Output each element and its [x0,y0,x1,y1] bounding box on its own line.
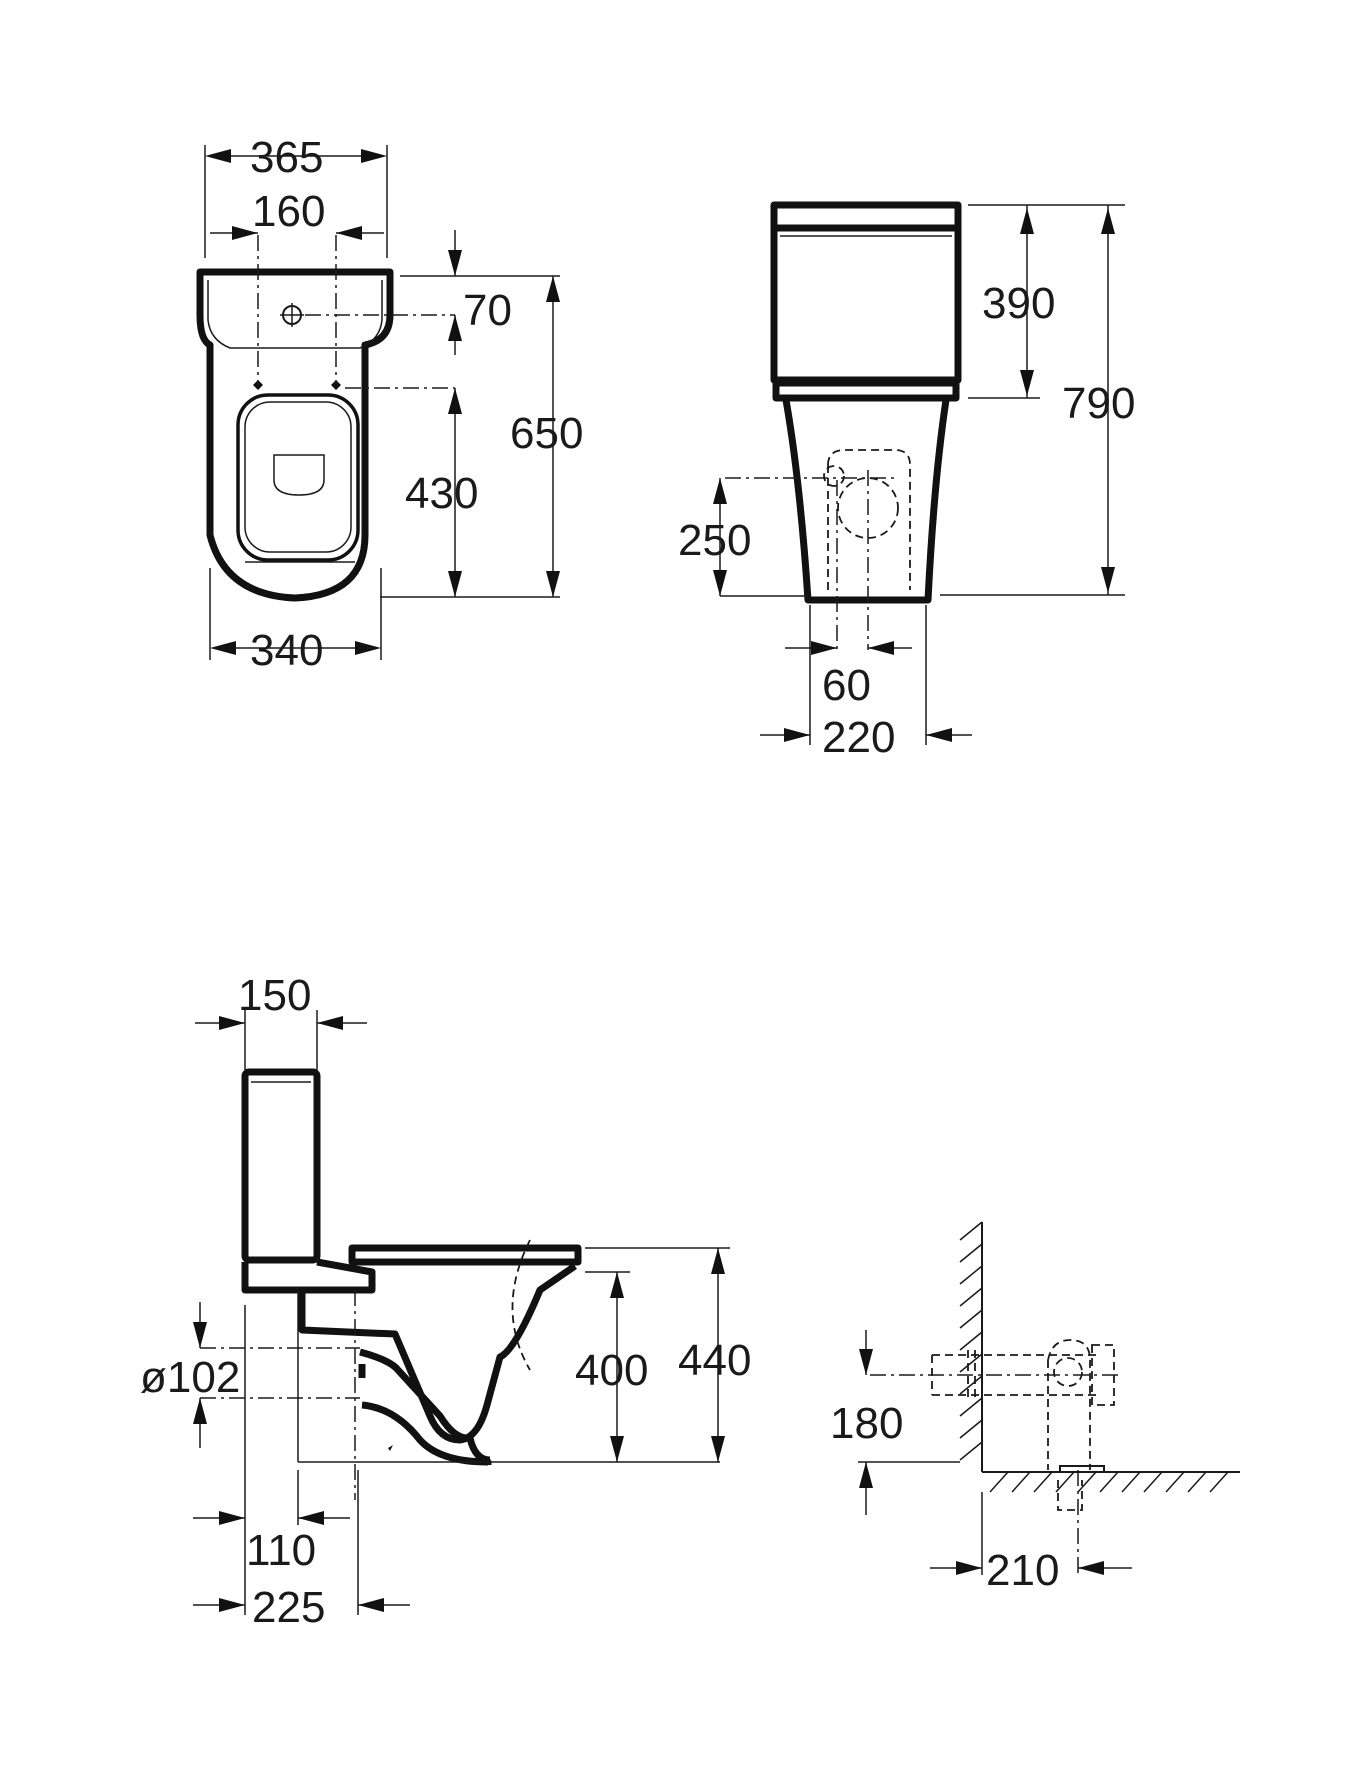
rear-view-cistern-lid [770,201,962,232]
side-view: 150 ø102 400 440 110 225 [140,971,751,1632]
dim-front-bowl-length: 650 [510,409,583,458]
front-view-body-outline [196,268,394,602]
dim-side-outlet-distance: 110 [246,1526,316,1575]
installation-floor-hatch [989,1471,1229,1493]
rear-view: 390 790 250 60 220 [678,201,1135,762]
rear-view-inlet-circle [823,465,845,487]
dim-side-total-seat-height: 440 [678,1336,751,1385]
dim-side-base-distance: 225 [252,1583,325,1632]
installation-flange [967,1350,976,1400]
installation-waste-pipe [1057,1480,1083,1511]
dim-front-fixing-spacing: 160 [252,187,325,236]
dim-rear-total-height: 790 [1062,379,1135,428]
front-view-seat-inner [244,401,352,553]
front-view-seat [236,393,360,562]
side-view-bowl [298,1263,577,1444]
dim-front-fixing-offset: 70 [463,286,512,335]
front-view-cistern-inner [207,280,383,349]
rear-view-outlet-circle [837,477,899,539]
dim-side-seat-height: 400 [575,1346,648,1395]
dim-rear-outlet-offset: 60 [822,661,871,710]
dim-side-cistern-depth: 150 [238,971,311,1020]
side-view-seat-arc [511,1239,531,1371]
dim-rear-outlet-height: 250 [678,516,751,565]
rear-view-outlet-dashed [827,449,911,590]
side-view-seat [348,1244,582,1266]
dim-front-seat-to-holes: 430 [405,469,478,518]
dim-front-width-top: 365 [250,133,323,182]
front-view: 365 160 70 650 430 340 [196,133,583,675]
rear-view-cistern-base [772,379,960,402]
dim-rear-cistern-height: 390 [982,279,1055,328]
dim-front-width-base: 340 [250,626,323,675]
installation-trap-circle [1053,1357,1083,1387]
installation-view: 180 210 [830,1221,1240,1595]
dim-rear-base-width: 220 [822,713,895,762]
front-view-seat-opening [273,454,325,496]
rear-view-cistern [770,228,962,384]
side-view-cistern-base [241,1258,376,1294]
dim-side-outlet-diameter: ø102 [140,1353,240,1402]
installation-floor-plate [1059,1465,1105,1473]
installation-trap [1047,1339,1091,1470]
side-view-outlet-lower [361,1401,492,1466]
installation-wall-hatch [959,1221,983,1461]
side-view-trapway [359,1348,491,1464]
side-view-cistern [241,1068,321,1264]
dim-install-inlet-height: 180 [830,1399,903,1448]
rear-view-pedestal [782,399,950,604]
dim-install-wall-distance: 210 [986,1546,1059,1595]
